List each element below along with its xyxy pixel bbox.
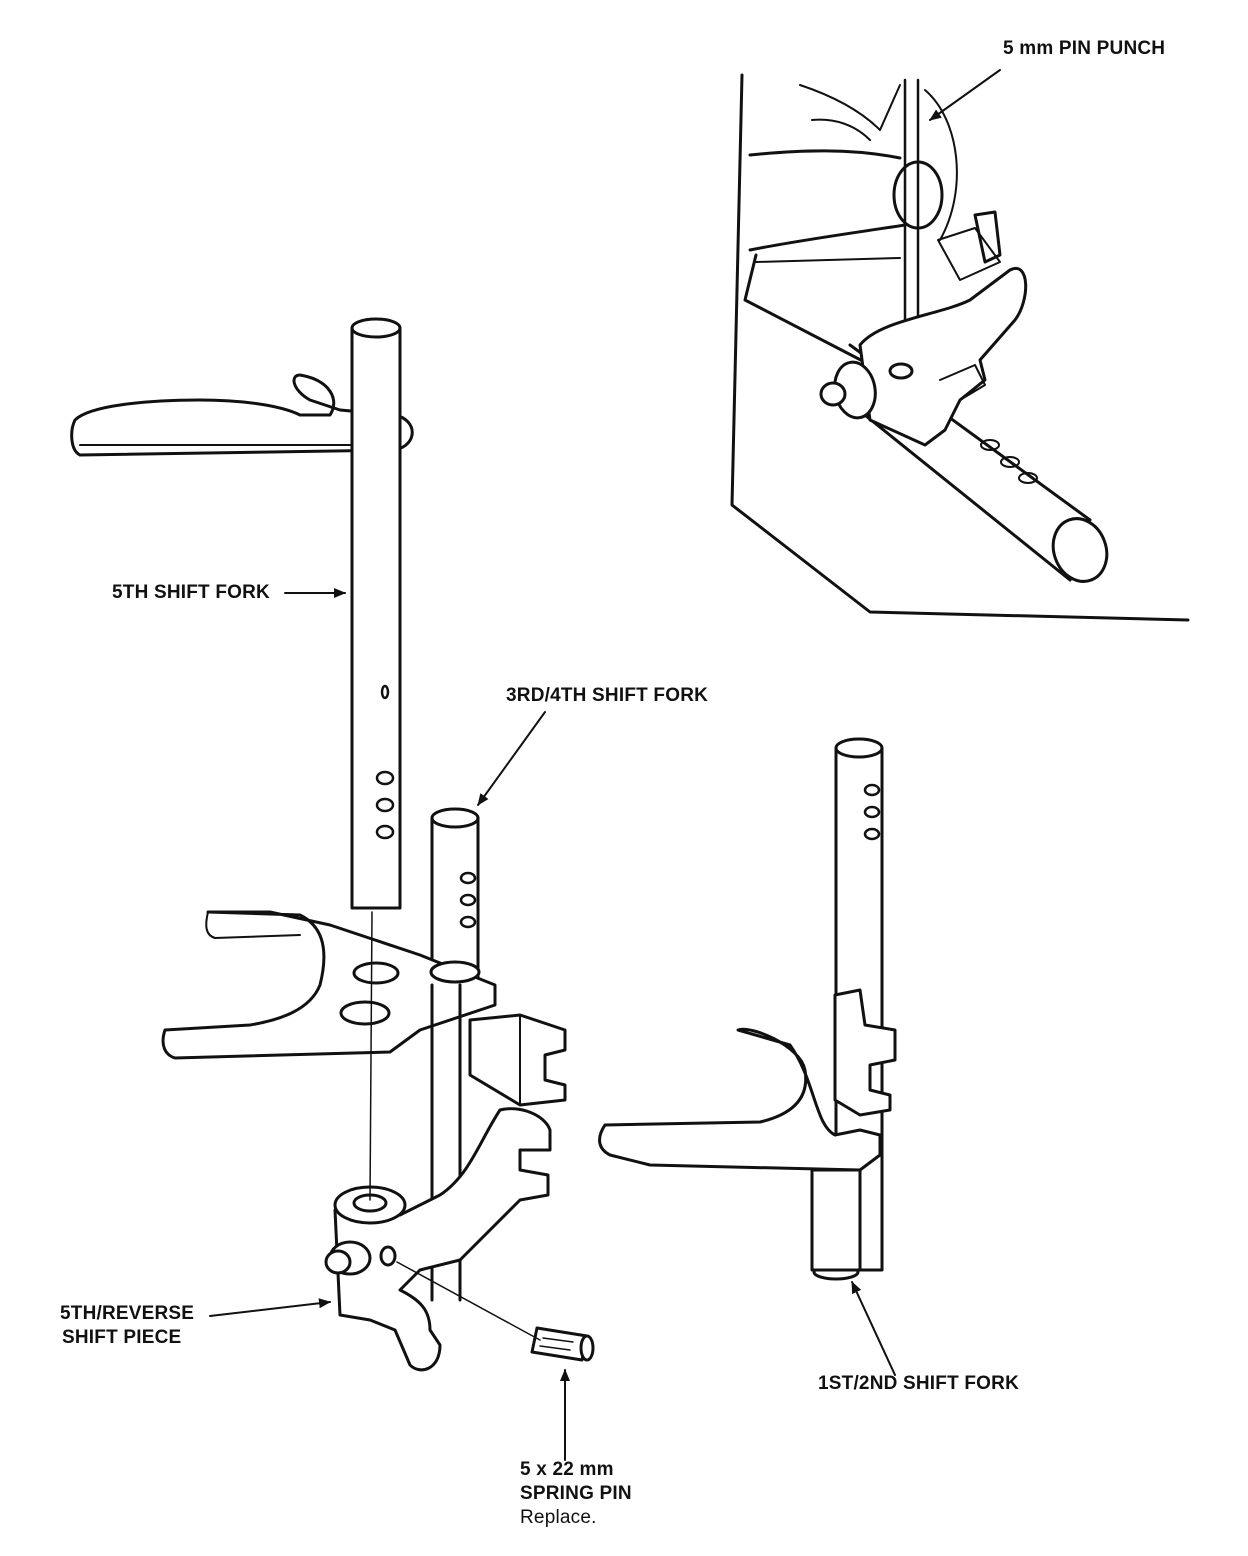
- third-fourth-shift-fork-label: 3RD/4TH SHIFT FORK: [506, 685, 709, 706]
- pin-punch-label: 5 mm PIN PUNCH: [1003, 38, 1166, 59]
- fifth-reverse-label-line1: 5TH/REVERSE: [60, 1303, 195, 1324]
- third-fourth-shift-fork: [161, 807, 567, 1302]
- first-second-shift-fork-label: 1ST/2ND SHIFT FORK: [818, 1373, 1020, 1394]
- fifth-shift-fork-label: 5TH SHIFT FORK: [112, 582, 270, 603]
- first-second-shift-fork: [598, 737, 897, 1281]
- fifth-shift-fork: [70, 317, 414, 910]
- callout-lines: [209, 69, 1001, 1461]
- inset-pin-punch-detail: [730, 73, 1190, 622]
- spring-pin: [530, 1326, 595, 1362]
- fifth-reverse-shift-piece: [324, 1107, 552, 1372]
- spring-pin-name-label: SPRING PIN: [520, 1483, 632, 1504]
- spring-pin-size-label: 5 x 22 mm: [520, 1459, 614, 1480]
- fifth-reverse-label-line2: SHIFT PIECE: [62, 1327, 182, 1348]
- spring-pin-note-label: Replace.: [520, 1507, 597, 1528]
